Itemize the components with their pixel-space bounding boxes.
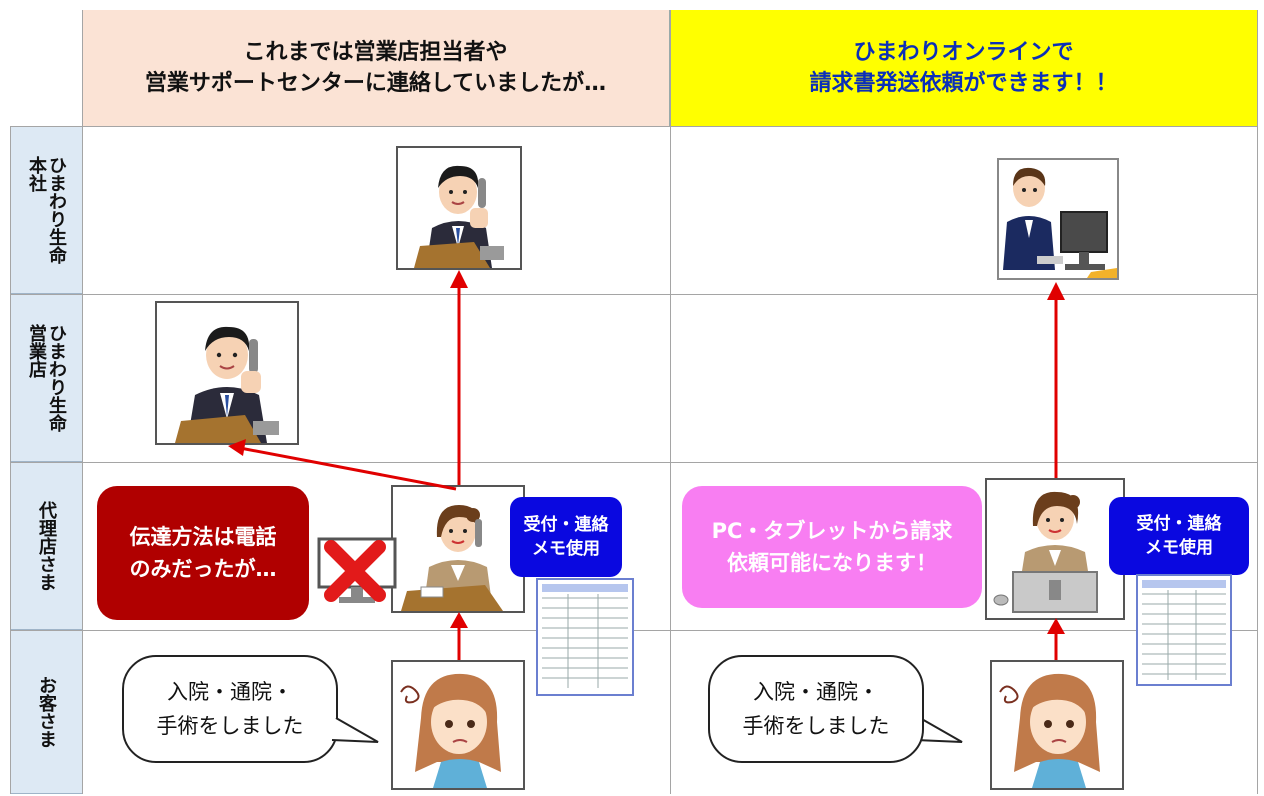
header-after: ひまわりオンラインで 請求書発送依頼ができます！！ (670, 10, 1257, 126)
agency-staff-pc-illustration (985, 478, 1125, 620)
memo-form-illustration-right (1136, 574, 1232, 686)
memo-form-illustration (536, 578, 634, 696)
customer-worried-illustration (391, 660, 525, 790)
header-before-text: これまでは営業店担当者や 営業サポートセンターに連絡していましたが… (144, 40, 607, 96)
grid-line (10, 294, 1257, 295)
arrowhead (1047, 618, 1065, 634)
row-label-headquarters-text: ひまわり生命 本社 (26, 155, 67, 264)
row-label-agency-text: 代理店さま (36, 500, 57, 591)
arrow-agency-to-branch (239, 446, 457, 491)
agency-staff-phone-illustration (391, 485, 525, 613)
branch-staff-phone-illustration (155, 301, 299, 445)
row-label-agency: 代理店さま (10, 462, 82, 630)
arrowhead (450, 612, 468, 628)
row-label-branch: ひまわり生命 営業店 (10, 294, 82, 462)
arrowhead (450, 270, 468, 288)
phone-only-callout: 伝達方法は電話 のみだったが… (97, 486, 309, 620)
grid-line (1257, 10, 1258, 794)
grid-line (670, 10, 671, 794)
row-label-customer: お客さま (10, 630, 82, 794)
hq-staff-pc-illustration (997, 158, 1119, 280)
customer-speech-bubble-right: 入院・通院・ 手術をしました (708, 655, 924, 763)
monitor-crossed-illustration (317, 537, 397, 607)
customer-worried-illustration-right (990, 660, 1124, 790)
header-before: これまでは営業店担当者や 営業サポートセンターに連絡していましたが… (82, 10, 670, 126)
customer-speech-bubble: 入院・通院・ 手術をしました (122, 655, 338, 763)
memo-usage-badge: 受付・連絡 メモ使用 (510, 497, 622, 577)
pc-tablet-callout: PC・タブレットから請求 依頼可能になります！ (682, 486, 982, 608)
hq-staff-phone-illustration (396, 146, 522, 270)
arrowhead (1047, 282, 1065, 300)
grid-line (10, 462, 1257, 463)
grid-line (82, 10, 83, 794)
row-label-headquarters: ひまわり生命 本社 (10, 126, 82, 294)
row-label-branch-text: ひまわり生命 営業店 (26, 323, 67, 432)
grid-line (10, 126, 1257, 127)
memo-usage-badge-right: 受付・連絡 メモ使用 (1109, 497, 1249, 575)
row-label-customer-text: お客さま (36, 675, 57, 748)
grid-line (10, 126, 11, 794)
header-after-text: ひまわりオンラインで 請求書発送依頼ができます！！ (809, 40, 1118, 96)
